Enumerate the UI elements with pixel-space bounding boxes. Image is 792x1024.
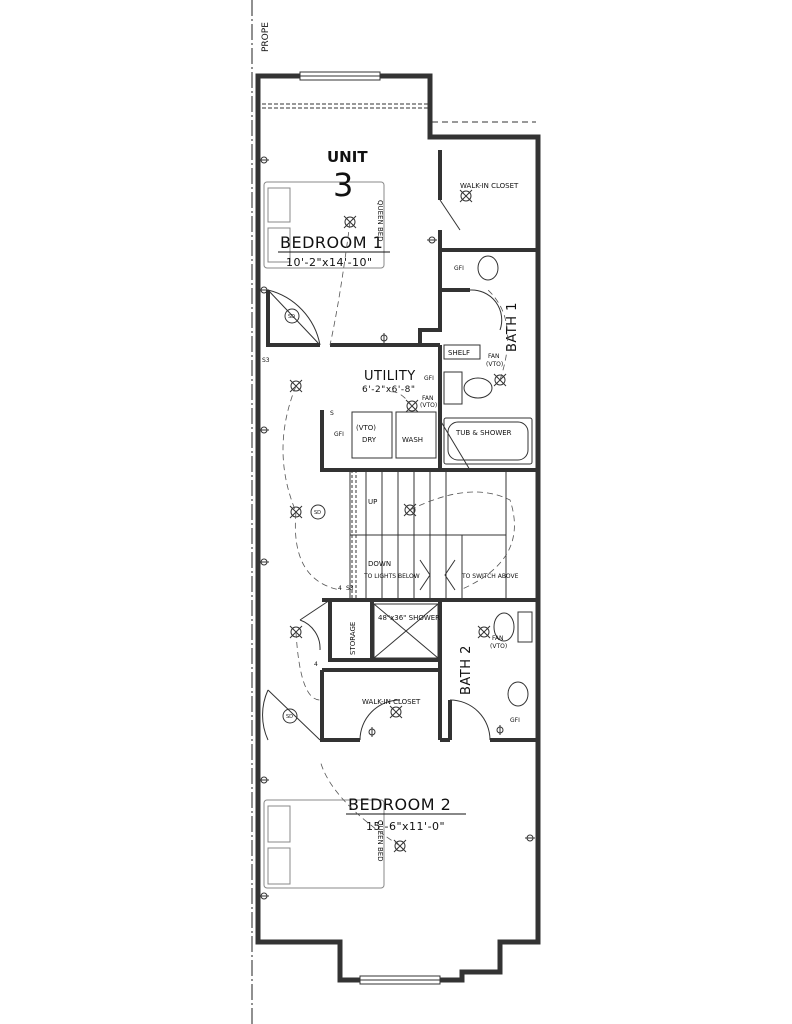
gfi-2: GFI [424,375,434,382]
switch-5: S [330,410,334,417]
switch-3: S3 [346,585,354,592]
switch-1: S3 [262,357,270,364]
utility-name: UTILITY [364,369,416,384]
shower-label: 48"x36" SHOWER [378,614,440,622]
utility-size: 6'-2"x6'-8" [362,385,415,395]
to-switch-above-label: TO SWITCH ABOVE [461,573,519,580]
fan-1-label: FAN [488,353,500,360]
bath-2-fixtures [373,603,533,707]
sd-2: SD [314,510,321,516]
doors [262,199,503,741]
washer-label: WASH [402,436,423,444]
dryer-vto: (VTO) [356,424,376,432]
bottom-window [359,975,441,985]
exterior-walls [255,73,541,983]
sd-1: SD [288,314,295,320]
gfi-3: GFI [334,431,344,438]
bay-projection [262,103,536,123]
smoke-detectors [282,308,326,724]
gfi-1: GFI [454,265,464,272]
walkin-closet-1-label: WALK-IN CLOSET [460,182,519,190]
switch-4: 4 [314,661,318,668]
property-label: PROPE [261,22,271,52]
fan-2-vto: (VTO) [420,402,437,409]
bed-1-label: QUEEN BED [376,200,384,242]
gfi-4: GFI [510,717,520,724]
washer-dryer [351,411,437,459]
wiring [282,221,515,847]
stairs-up-label: UP [368,498,377,506]
bedroom-1-name: BEDROOM 1 [280,233,383,252]
switch-2: 4 [338,585,342,592]
dryer-label: DRY [362,436,377,444]
bedroom-2-name: BEDROOM 2 [348,795,451,814]
tub-shower-label: TUB & SHOWER [455,429,512,437]
top-window [299,71,381,81]
bath-2-name: BATH 2 [459,645,474,695]
fan-3-label: FAN [492,635,504,642]
bed-1 [263,181,385,269]
fan-1-vto: (VTO) [486,361,503,368]
shelf-label: SHELF [448,349,470,357]
bedroom-1-size: 10'-2"x14'-10" [286,256,373,269]
bath-1-name: BATH 1 [505,302,520,352]
walkin-closet-2-label: WALK-IN CLOSET [362,698,421,706]
outlets [259,156,535,900]
fan-2-label: FAN [422,395,434,402]
storage-label: STORAGE [349,622,357,655]
bed-2-label: QUEEN BED [376,820,384,862]
stairs-down-label: DOWN [368,560,391,568]
fan-3-vto: (VTO) [490,643,507,650]
bed-2 [263,799,385,889]
bedroom-2-size: 15'-6"x11'-0" [366,820,445,833]
sd-3: SD [286,714,293,720]
to-lights-below-label: TO LIGHTS BELOW [363,573,420,580]
unit-number: 3 [333,166,353,204]
bath-1-fixtures [443,255,533,465]
unit-label: UNIT [327,148,368,166]
stairs [349,469,507,601]
